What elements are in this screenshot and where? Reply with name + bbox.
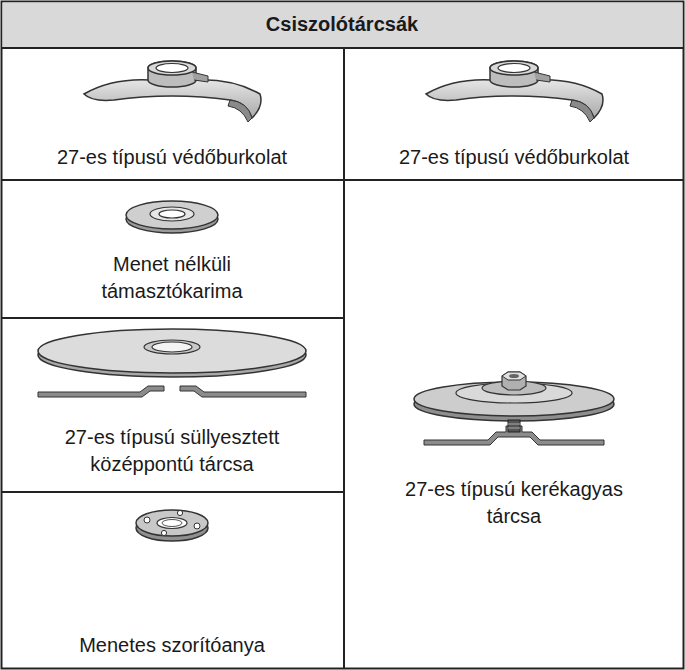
part-name: Menet nélküli támasztókarima — [72, 251, 272, 305]
hub-disc — [414, 372, 614, 445]
part-name: 27-es típusú süllyesztett középpontú tár… — [22, 424, 322, 478]
part-name: 27-es típusú védőburkolat — [12, 144, 332, 171]
part-name: Menetes szorítóanya — [12, 632, 332, 659]
clamp-nut — [136, 510, 208, 541]
depressed-center-disc — [38, 329, 306, 397]
part-name: 27-es típusú kerékagyas tárcsa — [379, 476, 649, 530]
part-name: 27-es típusú védőburkolat — [354, 144, 674, 171]
backing-flange — [126, 201, 218, 233]
table-title: Csiszolótárcsák — [42, 11, 642, 38]
